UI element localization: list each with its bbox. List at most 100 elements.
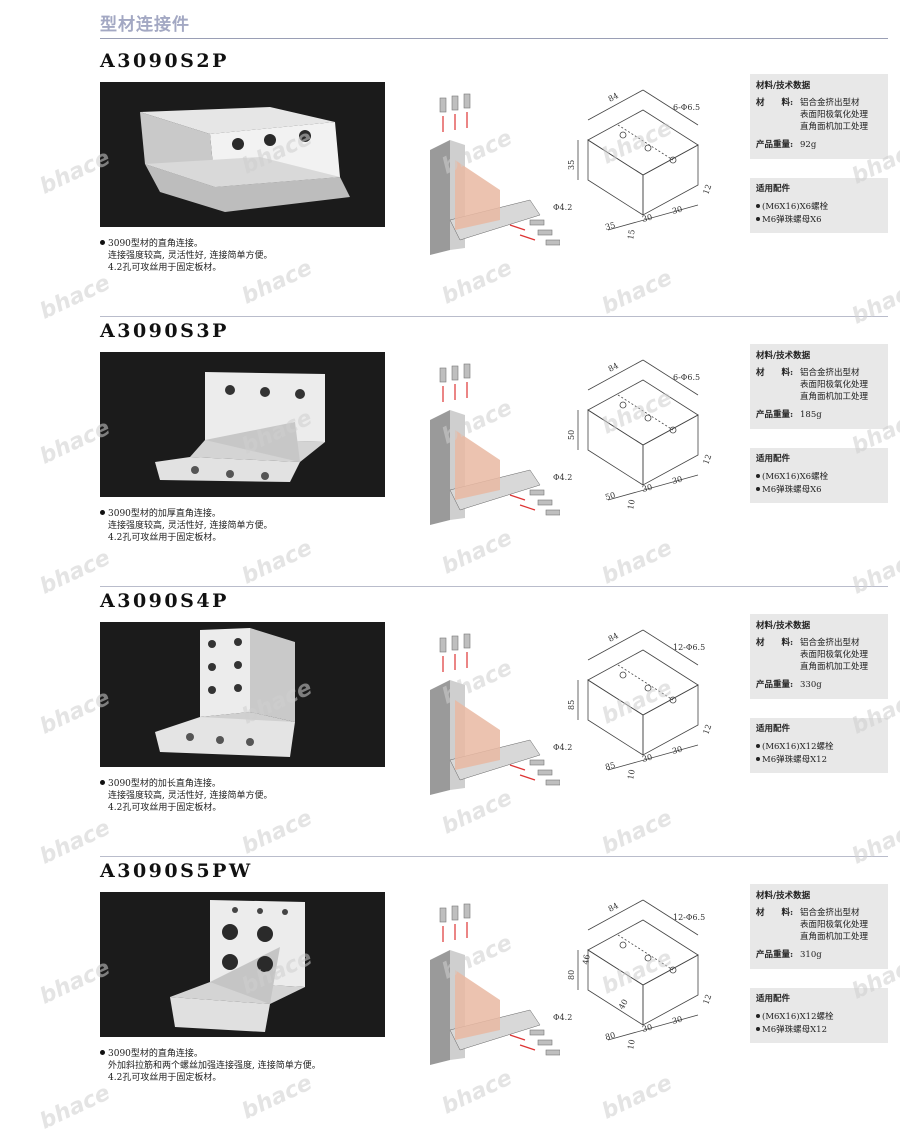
material-line: 直角面机加工处理 (800, 392, 869, 402)
dimension-label: Φ4.2 (553, 743, 572, 752)
bullet-icon (756, 217, 760, 221)
dimension-label: 12 (701, 723, 713, 736)
dimension-label: 6-Φ6.5 (673, 103, 700, 112)
desc-line: 外加斜拉筋和两个螺丝加强连接强度, 连接简单方便。 (108, 1061, 321, 1071)
weight-label: 产品重量: (756, 410, 794, 420)
material-line: 铝合金挤出型材 (800, 98, 860, 108)
material-line: 铝合金挤出型材 (800, 908, 860, 918)
product-photo (100, 82, 385, 227)
dimension-label: 10 (626, 499, 637, 511)
fit-item: (M6X16)X6螺栓 (756, 471, 882, 484)
material-label: 材 料: (756, 908, 794, 918)
bullet-icon (756, 744, 760, 748)
material-line: 表面阳极氧化处理 (800, 650, 869, 660)
weight-row: 产品重量: 92g (756, 139, 882, 151)
product-description: 3090型材的加长直角连接。连接强度较高, 灵活性好, 连接简单方便。4.2孔可… (100, 778, 272, 814)
spec-title: 材料/技术数据 (756, 81, 811, 91)
dimension-label: Φ4.2 (553, 473, 572, 482)
desc-line: 4.2孔可攻丝用于固定板材。 (108, 263, 222, 273)
weight-label: 产品重量: (756, 950, 794, 960)
desc-line: 连接强度较高, 灵活性好, 连接简单方便。 (108, 251, 273, 261)
fittings-title: 适用配件 (756, 454, 791, 464)
desc-line: 3090型材的直角连接。 (100, 1048, 321, 1060)
section-divider (100, 586, 888, 587)
material-values: 铝合金挤出型材表面阳极氧化处理直角面机加工处理 (800, 637, 882, 673)
fit-item: (M6X16)X12螺栓 (756, 1011, 882, 1024)
fittings-title: 适用配件 (756, 184, 791, 194)
product-photo (100, 352, 385, 497)
page-header: 型材连接件 (100, 6, 888, 39)
weight-label: 产品重量: (756, 680, 794, 690)
section-divider (100, 856, 888, 857)
dimension-label: 85 (604, 761, 616, 772)
material-label: 材 料: (756, 368, 794, 378)
product-section: A3090S2P 3090型材的直角连接。连接强度较高, 灵活性好, 连接简单方… (0, 50, 900, 320)
assembly-diagram (430, 903, 560, 1065)
material-values: 铝合金挤出型材表面阳极氧化处理直角面机加工处理 (800, 97, 882, 133)
dimension-label: 84 (607, 901, 620, 914)
spec-panel: 材料/技术数据 材 料: 铝合金挤出型材表面阳极氧化处理直角面机加工处理 产品重… (750, 614, 888, 699)
weight-value: 185g (800, 410, 822, 420)
dimension-label: 84 (607, 91, 620, 104)
dimension-label: 30 (671, 205, 683, 216)
dimension-label: 80 (567, 970, 576, 980)
dimension-label: 12 (701, 183, 713, 196)
desc-line: 3090型材的加厚直角连接。 (100, 508, 272, 520)
dimension-label: 30 (641, 483, 653, 494)
dimension-label: 35 (567, 160, 576, 170)
dimension-label: 10 (626, 1039, 637, 1051)
product-description: 3090型材的直角连接。连接强度较高, 灵活性好, 连接简单方便。4.2孔可攻丝… (100, 238, 272, 274)
spec-panel: 材料/技术数据 材 料: 铝合金挤出型材表面阳极氧化处理直角面机加工处理 产品重… (750, 344, 888, 429)
bullet-icon (756, 204, 760, 208)
desc-line: 连接强度较高, 灵活性好, 连接简单方便。 (108, 521, 273, 531)
weight-label: 产品重量: (756, 140, 794, 150)
dimension-label: 30 (671, 475, 683, 486)
material-line: 表面阳极氧化处理 (800, 110, 869, 120)
weight-value: 310g (800, 950, 822, 960)
dimension-label: 50 (567, 430, 576, 440)
fit-item: (M6X16)X12螺栓 (756, 741, 882, 754)
dimension-drawing: 84 6-Φ6.5 50 Φ4.2 50 30 30 12 10 (553, 359, 713, 511)
page-title: 型材连接件 (100, 15, 190, 35)
dimension-label: 80 (604, 1031, 616, 1042)
dimension-drawing: 84 6-Φ6.5 35 Φ4.2 35 30 30 12 15 (553, 89, 713, 241)
bullet-icon (756, 757, 760, 761)
material-row: 材 料: 铝合金挤出型材表面阳极氧化处理直角面机加工处理 (756, 907, 882, 943)
section-divider (100, 316, 888, 317)
spec-title: 材料/技术数据 (756, 891, 811, 901)
model-number: A3090S4P (100, 590, 229, 612)
fit-item: M6弹珠螺母X6 (756, 484, 882, 497)
material-label: 材 料: (756, 638, 794, 648)
material-line: 铝合金挤出型材 (800, 638, 860, 648)
weight-row: 产品重量: 310g (756, 949, 882, 961)
product-photo (100, 892, 385, 1037)
bullet-icon (756, 474, 760, 478)
bullet-icon (756, 1014, 760, 1018)
bracket-photo-image (140, 107, 350, 212)
weight-row: 产品重量: 330g (756, 679, 882, 691)
dimension-label: 40 (617, 998, 630, 1011)
fit-item: M6弹珠螺母X12 (756, 1024, 882, 1037)
bracket-photo-image (170, 900, 305, 1032)
product-section: A3090S3P 3090型材的加厚直角连接。连接强度较高, 灵活性好, 连接简… (0, 320, 900, 590)
dimension-label: 30 (641, 213, 653, 224)
dimension-label: 10 (626, 769, 637, 781)
dimension-label: 30 (641, 1023, 653, 1034)
fit-item: M6弹珠螺母X12 (756, 754, 882, 767)
material-label: 材 料: (756, 98, 794, 108)
dimension-label: 84 (607, 631, 620, 644)
bullet-icon (756, 487, 760, 491)
dimension-label: 50 (604, 491, 616, 502)
fittings-title: 适用配件 (756, 724, 791, 734)
dimension-label: 15 (626, 229, 637, 241)
bracket-photo-image (155, 628, 295, 757)
dimension-label: 6-Φ6.5 (673, 373, 700, 382)
weight-value: 330g (800, 680, 822, 690)
product-section: A3090S4P 3090型材的加长直角连接。连接强度较高, 灵活性好, 连接简… (0, 590, 900, 860)
spec-title: 材料/技术数据 (756, 621, 811, 631)
material-row: 材 料: 铝合金挤出型材表面阳极氧化处理直角面机加工处理 (756, 97, 882, 133)
material-row: 材 料: 铝合金挤出型材表面阳极氧化处理直角面机加工处理 (756, 637, 882, 673)
